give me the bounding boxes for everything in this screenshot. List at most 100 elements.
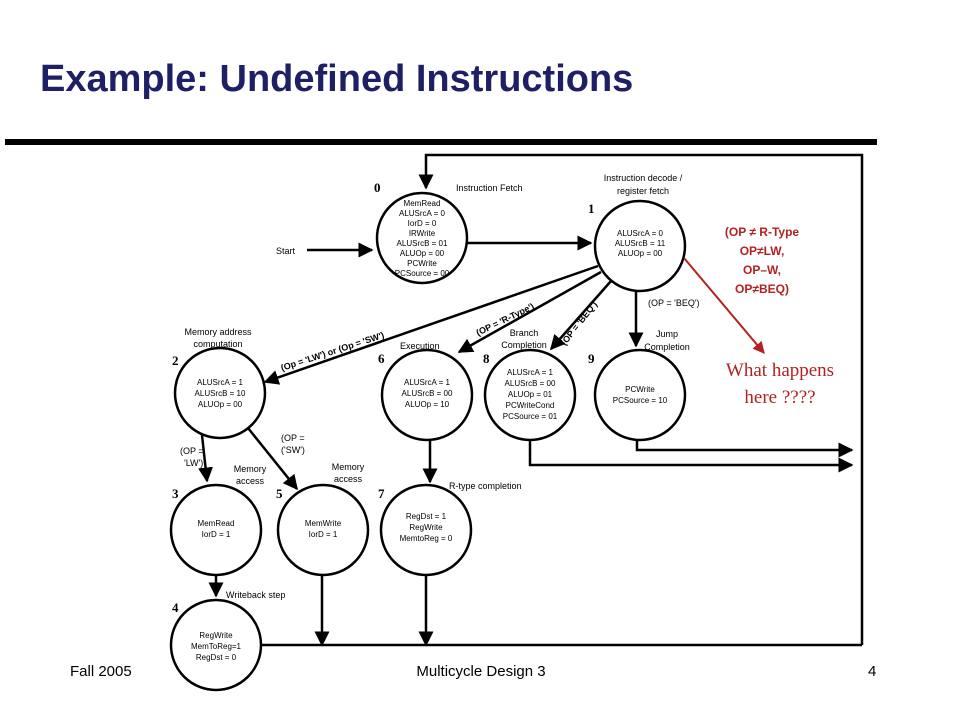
state-0-output: ALUSrcA = 0	[399, 209, 446, 218]
arrow-2-to-3	[198, 434, 213, 483]
state-8-outputs: ALUSrcA = 1 ALUSrcB = 00 ALUOp = 01 PCWr…	[503, 368, 558, 421]
annotation-question-line-1: What happens	[726, 360, 834, 381]
state-2-caption-line-2: computation	[193, 339, 242, 349]
state-4-caption: Writeback step	[226, 590, 285, 600]
state-1-caption-line-1: Instruction decode /	[604, 173, 683, 183]
state-0-output: IorD = 0	[408, 219, 437, 228]
arrow-1-to-8	[550, 280, 612, 351]
state-0-output: ALUOp = 00	[400, 249, 445, 258]
state-5-outputs: MemWrite IorD = 1	[305, 519, 342, 539]
title-divider	[5, 139, 877, 145]
footer-lecture-title: Multicycle Design 3	[416, 663, 546, 680]
state-0-circle	[375, 191, 469, 285]
state-3-output: IorD = 1	[202, 530, 231, 539]
state-8-number: 8	[483, 351, 490, 366]
state-1-output: ALUOp = 00	[618, 249, 663, 258]
state-4-outputs: RegWrite MemToReg=1 RegDst = 0	[191, 631, 242, 662]
state-9-output: PCSource = 10	[613, 396, 668, 405]
state-8-caption-line-2: Completion	[501, 340, 547, 350]
state-8-output: ALUOp = 01	[508, 390, 553, 399]
state-2-outputs: ALUSrcA = 1 ALUSrcB = 10 ALUOp = 00	[195, 378, 246, 409]
annotation-condition-line-1: (OP ≠ R-Type	[725, 225, 799, 239]
state-6-number: 6	[378, 351, 385, 366]
state-7-outputs: RegDst = 1 RegWrite MemtoReg = 0	[400, 512, 453, 543]
annotation-question-line-2: here ????	[744, 387, 815, 408]
state-0-caption: Instruction Fetch	[456, 183, 523, 193]
state-7-number: 7	[378, 486, 385, 501]
condition-jump: (OP = 'BEQ')	[648, 298, 700, 308]
state-5-output: MemWrite	[305, 519, 342, 528]
state-9-circle	[593, 348, 687, 442]
state-7-caption: R-type completion	[449, 481, 522, 491]
state-6-output: ALUSrcB = 00	[402, 389, 453, 398]
annotation-condition-line-4: OP≠BEQ)	[735, 282, 789, 296]
state-6-output: ALUOp = 10	[405, 400, 450, 409]
condition-lw-line-2: 'LW')	[184, 458, 203, 468]
state-3-number: 3	[172, 486, 179, 501]
state-9-caption-line-1: Jump	[656, 329, 678, 339]
state-3-caption-line-1: Memory	[234, 464, 267, 474]
annotation-condition-line-3: OP–W,	[743, 263, 781, 277]
slide-title: Example: Undefined Instructions	[40, 58, 634, 100]
state-5-output: IorD = 1	[309, 530, 338, 539]
state-8-output: ALUSrcA = 1	[507, 368, 554, 377]
state-3-caption-line-2: access	[236, 476, 265, 486]
return-bus-arrow	[418, 153, 864, 645]
state-4-output: MemToReg=1	[191, 642, 242, 651]
state-4-output: RegWrite	[199, 631, 233, 640]
state-5-caption-line-1: Memory	[332, 462, 365, 472]
annotation-arrow	[683, 257, 765, 354]
state-1-caption-line-2: register fetch	[617, 186, 669, 196]
state-2-circle	[173, 346, 267, 440]
state-2-caption-line-1: Memory address	[184, 327, 252, 337]
annotation-condition-line-2: OP≠LW,	[740, 244, 785, 258]
arrow-1-to-2	[263, 264, 599, 385]
state-9-output: PCWrite	[625, 385, 655, 394]
state-3-output: MemRead	[198, 519, 235, 528]
state-9-caption-line-2: Completion	[644, 342, 690, 352]
state-8-output: ALUSrcB = 00	[505, 379, 556, 388]
state-captions: Instruction Fetch Instruction decode / r…	[184, 173, 689, 600]
state-1-circle	[593, 199, 687, 293]
state-9-outputs: PCWrite PCSource = 10	[613, 385, 668, 405]
footer-course-term: Fall 2005	[70, 663, 132, 680]
state-7-output: MemtoReg = 0	[400, 534, 453, 543]
state-4-output: RegDst = 0	[196, 653, 237, 662]
state-6-outputs: ALUSrcA = 1 ALUSrcB = 00 ALUOp = 10	[402, 378, 453, 409]
state-0-number: 0	[374, 180, 381, 195]
state-5-number: 5	[276, 486, 283, 501]
arrow-8-to-return	[528, 440, 854, 473]
condition-sw-line-1: (OP =	[281, 433, 305, 443]
state-0-output: ALUSrcB = 01	[397, 239, 448, 248]
state-8-output: PCWriteCond	[506, 401, 555, 410]
arrow-2-to-5	[247, 427, 298, 491]
state-2-number: 2	[172, 353, 179, 368]
state-1-output: ALUSrcB = 11	[615, 239, 666, 248]
condition-sw-line-2: ('SW')	[281, 445, 305, 455]
undefined-instruction-annotation: (OP ≠ R-Type OP≠LW, OP–W, OP≠BEQ) What h…	[725, 225, 834, 408]
slide-number: 4	[868, 663, 877, 680]
state-6-caption: Execution	[400, 341, 440, 351]
state-6-output: ALUSrcA = 1	[404, 378, 451, 387]
state-6-circle	[380, 348, 474, 442]
state-4-number: 4	[172, 600, 179, 615]
arrow-9-to-return	[635, 440, 854, 458]
state-0-output: PCWrite	[407, 259, 437, 268]
state-0-output: IRWrite	[409, 229, 436, 238]
start-label: Start	[276, 246, 296, 256]
state-2-output: ALUOp = 00	[198, 400, 243, 409]
state-7-output: RegDst = 1	[406, 512, 447, 521]
state-8-caption-line-1: Branch	[510, 328, 539, 338]
state-1-outputs: ALUSrcA = 0 ALUSrcB = 11 ALUOp = 00	[615, 229, 666, 258]
condition-beq: (OP = 'BEQ')	[559, 299, 599, 347]
state-0-output: PCSource = 00	[395, 269, 450, 278]
state-numbers: 0 1 2 3 4 5 6 7 8 9	[172, 180, 595, 615]
state-9-number: 9	[588, 351, 595, 366]
condition-lw-line-1: (OP =	[180, 446, 204, 456]
state-1-output: ALUSrcA = 0	[617, 229, 664, 238]
state-2-output: ALUSrcB = 10	[195, 389, 246, 398]
state-7-output: RegWrite	[409, 523, 443, 532]
state-5-caption-line-2: access	[334, 474, 363, 484]
state-8-output: PCSource = 01	[503, 412, 558, 421]
